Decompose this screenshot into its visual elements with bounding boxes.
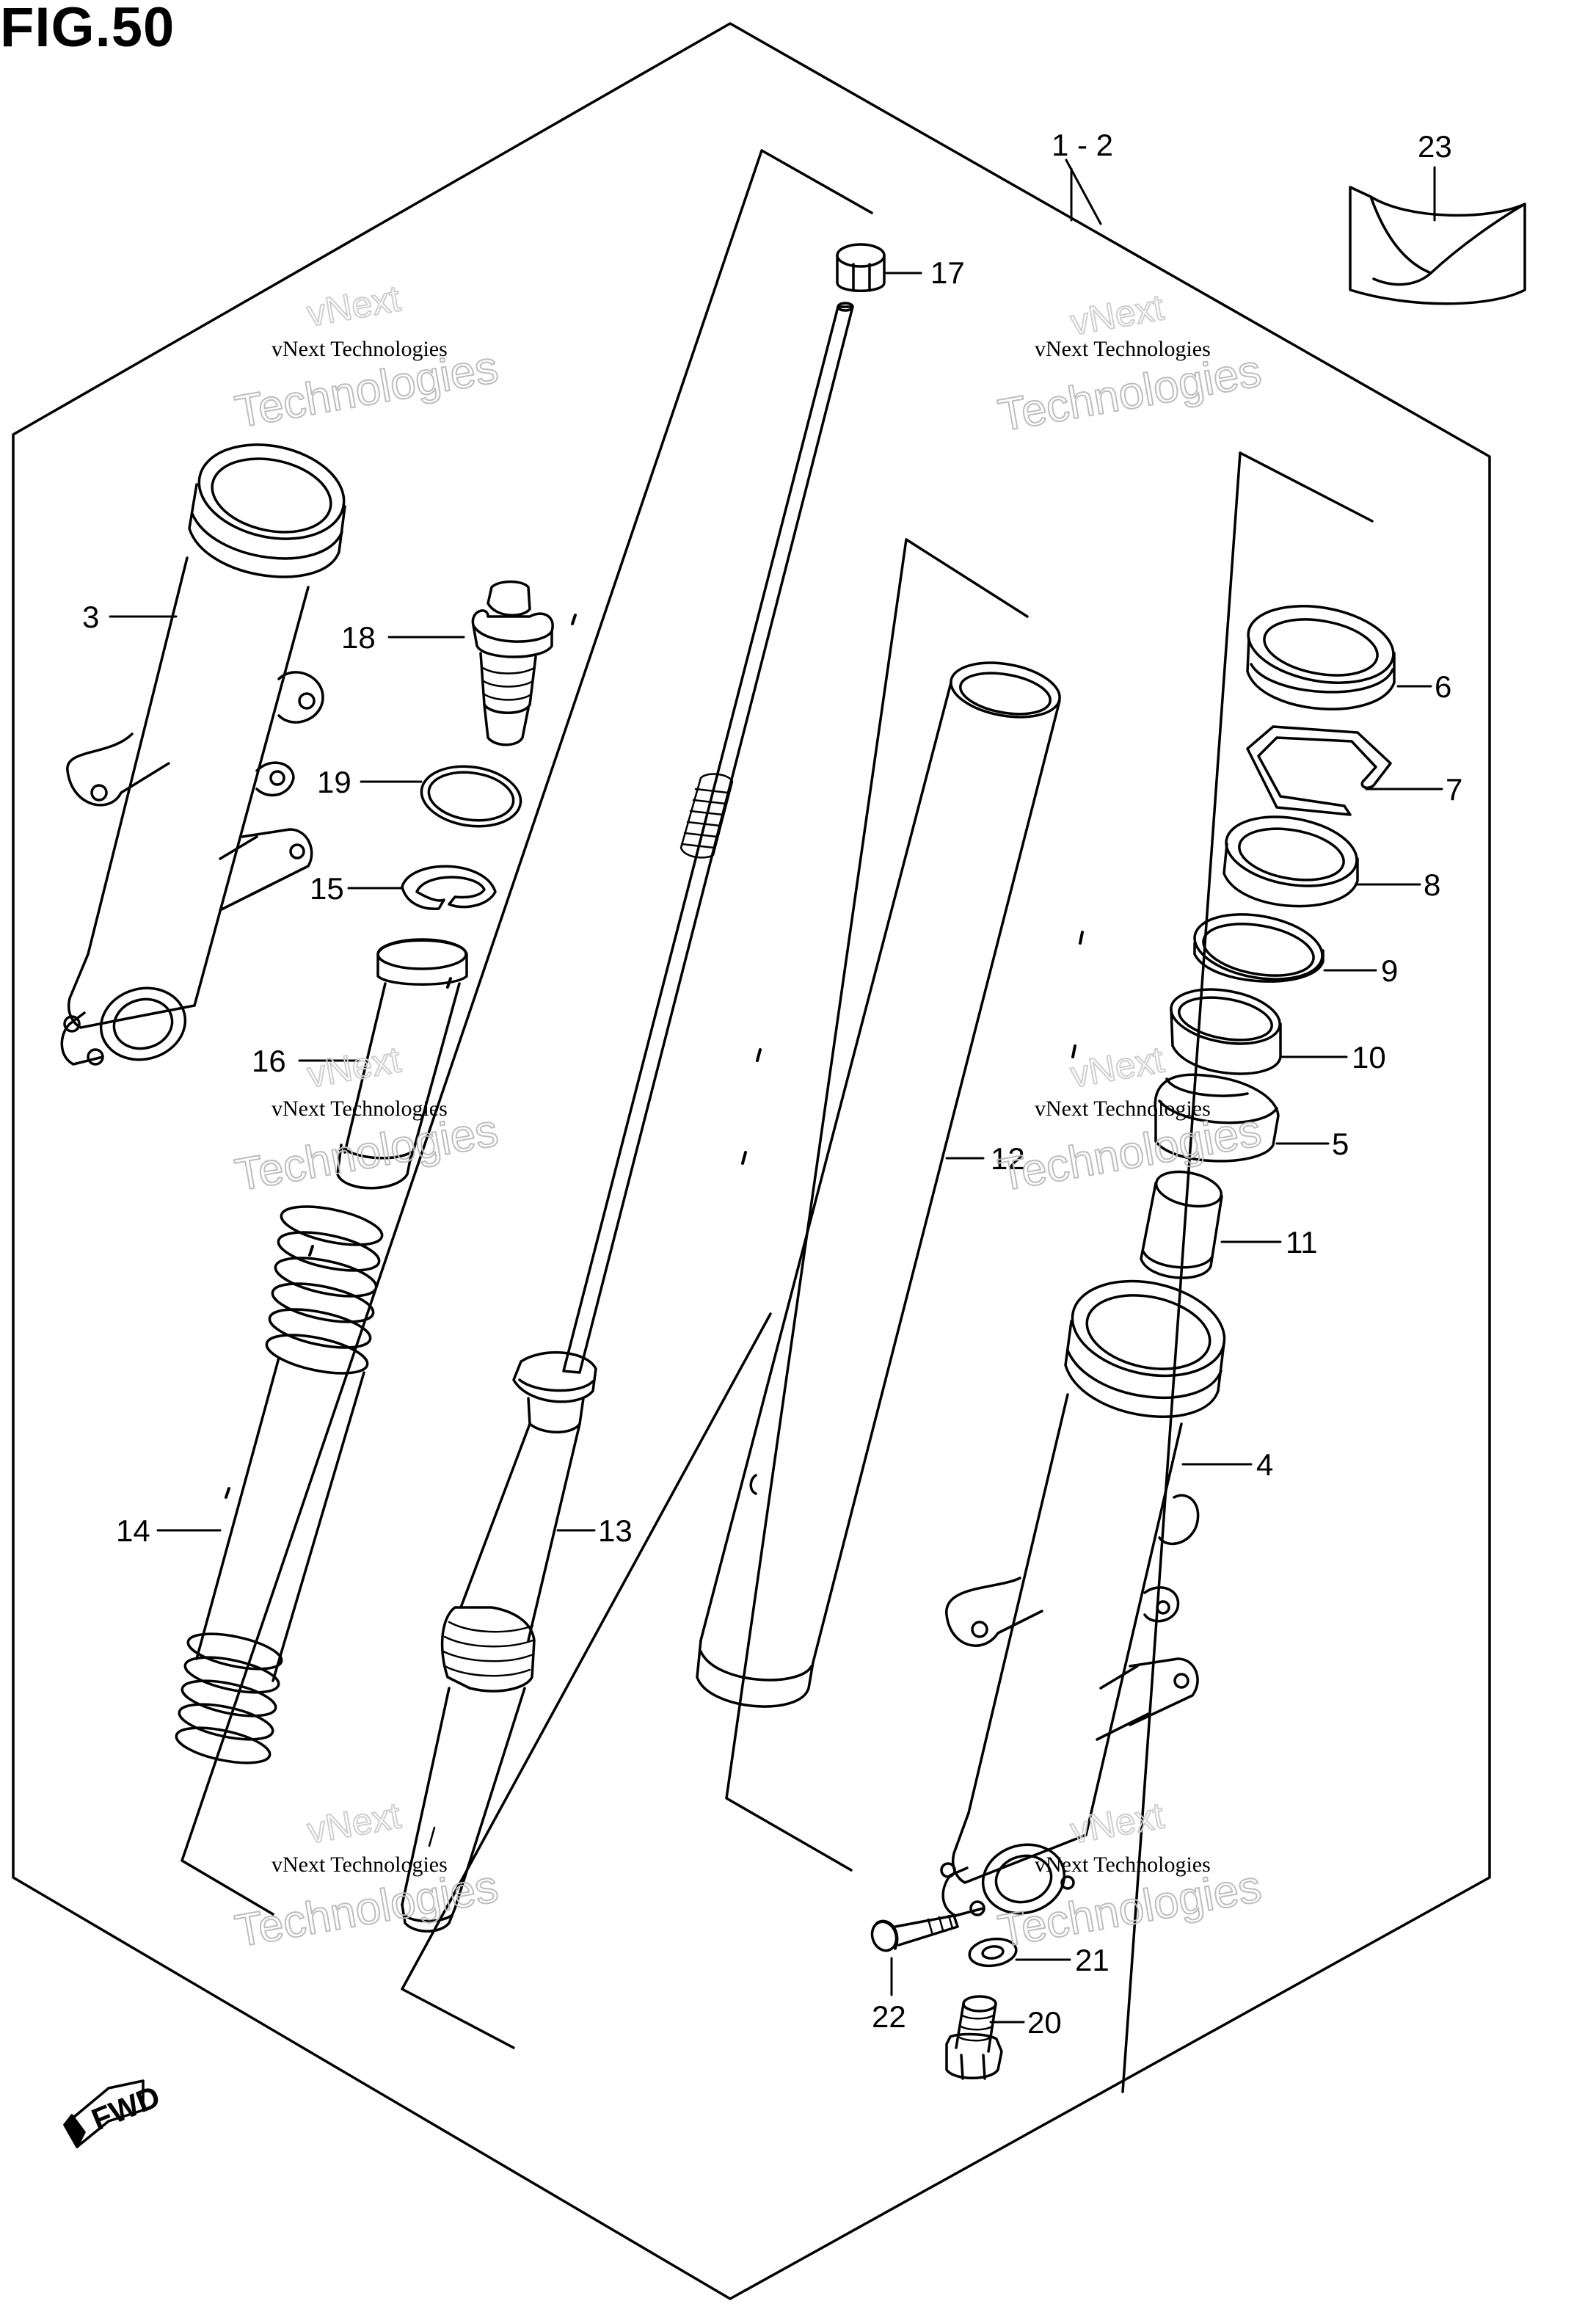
callout-17: 17 (930, 255, 965, 290)
svg-text:vNext Technologies: vNext Technologies (1035, 1853, 1211, 1877)
part-22-bolt[interactable] (868, 1914, 959, 1954)
figure-title: FIG.50 (0, 0, 175, 59)
part-4-outer-tube-right[interactable] (940, 1268, 1234, 1922)
callout-22: 22 (872, 1999, 906, 2034)
svg-text:vNext Technologies: vNext Technologies (272, 1097, 448, 1121)
callout-14: 14 (116, 1513, 150, 1548)
callout-9: 9 (1381, 953, 1398, 988)
svg-text:vNext Technologies: vNext Technologies (272, 1853, 448, 1877)
leader-lines (109, 159, 1443, 2024)
group-outline-rod (401, 1312, 772, 2049)
callout-6: 6 (1435, 669, 1451, 704)
part-8-seal-washer[interactable] (1221, 807, 1363, 908)
callout-8: 8 (1424, 868, 1440, 902)
watermark-mid-left: vNext vNext Technologies Technologies (230, 1038, 502, 1202)
part-17-nut[interactable] (836, 243, 886, 292)
part-14-fork-spring[interactable] (173, 1199, 385, 1770)
group-outline-left (181, 149, 873, 1916)
callout-12: 12 (991, 1141, 1025, 1176)
callout-4: 4 (1256, 1447, 1273, 1482)
part-9-washer[interactable] (1189, 905, 1327, 988)
watermark-mid-right: vNext vNext Technologies Technologies (994, 1038, 1265, 1202)
svg-text:vNext Technologies: vNext Technologies (272, 337, 448, 361)
watermark-top-right: vNext vNext Technologies Technologies (994, 286, 1265, 442)
callout-1-2: 1 - 2 (1052, 128, 1113, 162)
group-outline-right (1121, 451, 1374, 2093)
watermark-bottom-left: vNext vNext Technologies Technologies (230, 1794, 502, 1957)
part-15-retaining-ring[interactable] (401, 865, 497, 910)
part-16-spring-guide[interactable] (336, 938, 468, 1190)
part-19-o-ring[interactable] (418, 760, 525, 832)
callout-7: 7 (1446, 772, 1462, 807)
callout-3: 3 (82, 600, 99, 634)
part-20-drain-bolt[interactable] (945, 1995, 1003, 2080)
svg-text:vNext: vNext (1068, 1039, 1167, 1095)
svg-text:vNext: vNext (305, 1795, 404, 1851)
watermark-top-left: vNext vNext Technologies Technologies (230, 277, 502, 438)
svg-text:vNext: vNext (304, 277, 404, 334)
part-13-damper-rod[interactable] (401, 302, 854, 1933)
part-11-oil-lock-piece[interactable] (1140, 1166, 1225, 1279)
callout-18: 18 (341, 620, 376, 655)
callout-20: 20 (1027, 2005, 1062, 2040)
part-21-gasket[interactable] (968, 1936, 1018, 1969)
svg-text:vNext: vNext (305, 1039, 404, 1095)
callouts: 1 - 2 23 17 3 18 19 15 16 14 13 12 6 7 8… (82, 128, 1462, 2040)
assembly-boundary (12, 22, 1491, 2300)
callout-5: 5 (1332, 1127, 1349, 1161)
part-7-clip[interactable] (1246, 725, 1392, 816)
svg-text:vNext Technologies: vNext Technologies (1035, 1097, 1211, 1121)
part-18-cap-bolt[interactable] (471, 580, 554, 746)
part-6-oil-seal[interactable] (1242, 595, 1399, 710)
group-outline-center (725, 538, 1029, 1872)
svg-text:vNext: vNext (1068, 1795, 1167, 1851)
callout-21: 21 (1075, 1943, 1109, 1977)
callout-11: 11 (1286, 1225, 1318, 1259)
callout-23: 23 (1418, 129, 1452, 164)
part-5-slide-bushing[interactable] (1154, 1073, 1280, 1163)
watermark-bottom-right: vNext vNext Technologies Technologies (994, 1794, 1265, 1957)
svg-text:vNext Technologies: vNext Technologies (1035, 337, 1211, 361)
part-3-outer-tube-left[interactable] (60, 432, 352, 1069)
callout-16: 16 (252, 1044, 286, 1078)
part-12-inner-tube[interactable] (696, 655, 1064, 1708)
part-23-band[interactable] (1349, 186, 1526, 305)
callout-19: 19 (317, 765, 351, 799)
callout-13: 13 (598, 1513, 633, 1548)
fwd-arrow: FWD (63, 2079, 164, 2148)
part-10-guide-bushing[interactable] (1167, 982, 1284, 1075)
callout-10: 10 (1352, 1040, 1386, 1075)
callout-15: 15 (310, 871, 344, 906)
svg-text:vNext: vNext (1068, 286, 1167, 343)
